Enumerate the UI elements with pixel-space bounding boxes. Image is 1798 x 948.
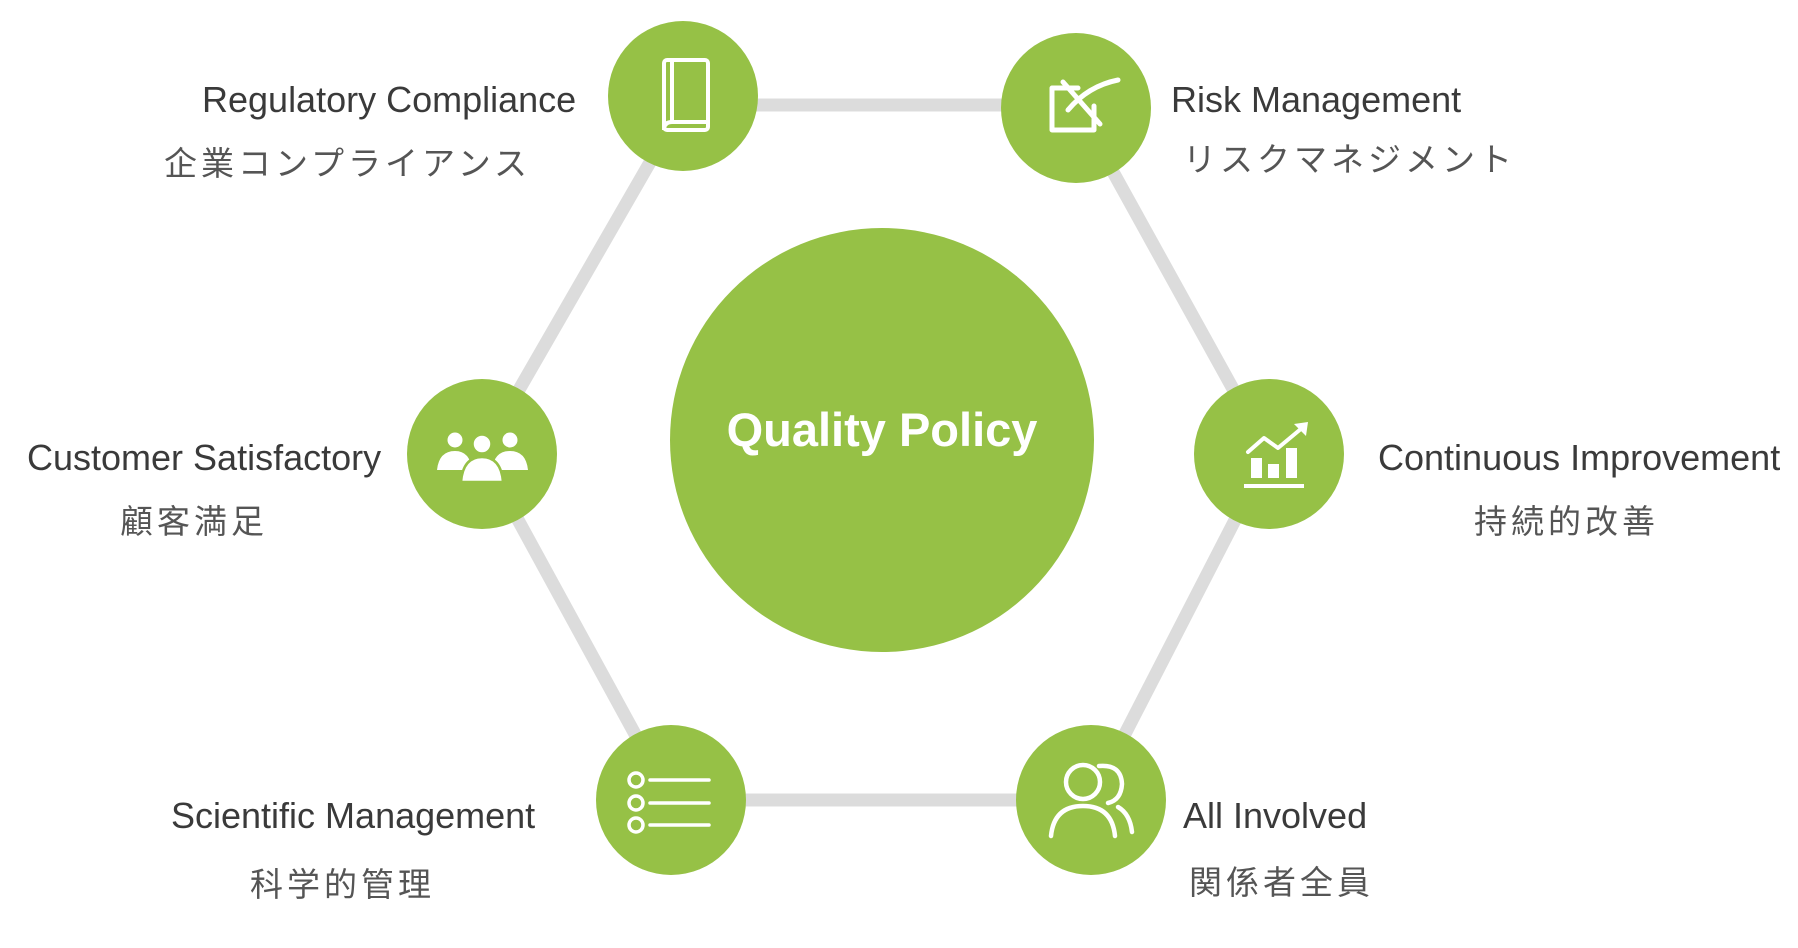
label-customer-satisfactory-en: Customer Satisfactory (27, 437, 382, 478)
label-risk-management-en: Risk Management (1171, 79, 1462, 120)
node-circle (608, 21, 758, 171)
node-continuous-improvement (1194, 379, 1344, 529)
label-all-involved-en: All Involved (1183, 795, 1368, 836)
node-customer-satisfactory (407, 379, 557, 529)
node-all-involved (1016, 725, 1166, 875)
node-circle (596, 725, 746, 875)
crossed-box-icon (1049, 77, 1121, 133)
label-regulatory-compliance-en: Regulatory Compliance (202, 79, 577, 120)
node-risk-management (1001, 33, 1151, 183)
node-regulatory-compliance (608, 21, 758, 171)
book-icon (662, 58, 710, 132)
people-outline-icon (1048, 762, 1135, 839)
checklist-icon (627, 771, 711, 834)
label-regulatory-compliance-jp: 企業コンプライアンス (164, 145, 532, 182)
label-risk-management-jp: リスクマネジメント (1183, 141, 1516, 178)
label-all-involved-jp: 関係者全員 (1189, 864, 1374, 901)
label-scientific-management-en: Scientific Management (171, 795, 536, 836)
growth-chart-icon (1244, 422, 1308, 488)
center-circle (670, 228, 1094, 652)
label-continuous-improvement-en: Continuous Improvement (1378, 437, 1781, 478)
customers-group-icon (437, 432, 528, 484)
center-title: Quality Policy (726, 403, 1038, 456)
label-scientific-management-jp: 科学的管理 (250, 866, 435, 903)
node-circle (1001, 33, 1151, 183)
label-customer-satisfactory-jp: 顧客満足 (120, 503, 268, 540)
node-scientific-management (596, 725, 746, 875)
node-circle (1194, 379, 1344, 529)
label-continuous-improvement-jp: 持続的改善 (1474, 503, 1659, 540)
node-circle (1016, 725, 1166, 875)
